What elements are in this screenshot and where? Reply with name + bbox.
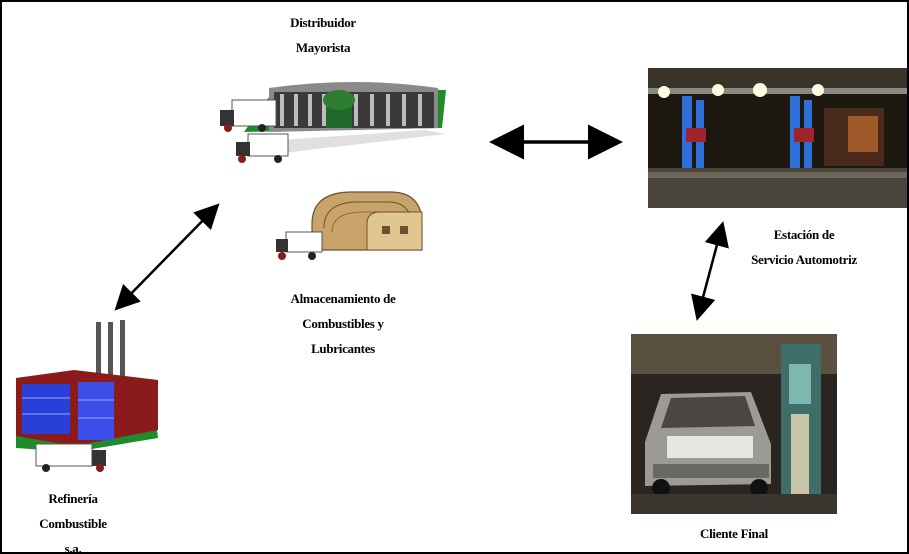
refinery-label-line-3: s.a.	[64, 541, 82, 554]
refinery-label-line-2: Combustible	[39, 516, 107, 531]
station-label: Estación de Servicio Automotriz	[724, 222, 884, 272]
refinery-label: Refinería Combustible s.a.	[18, 486, 128, 554]
distributor-label: Distribuidor Mayorista	[268, 10, 378, 60]
client-label-line-1: Cliente Final	[700, 526, 768, 541]
distributor-label-line-2: Mayorista	[295, 40, 351, 55]
client-label: Cliente Final	[674, 521, 794, 546]
arrow-station-client	[691, 221, 729, 321]
refinery-plant-illustration	[16, 320, 158, 472]
client-car-photo	[631, 334, 837, 514]
distributor-label-line-1: Distribuidor	[290, 15, 356, 30]
service-station-photo	[648, 68, 907, 208]
station-label-line-2: Servicio Automotriz	[751, 252, 857, 267]
storage-label-line-3: Lubricantes	[311, 341, 375, 356]
storage-label: Almacenamiento de Combustibles y Lubrica…	[268, 286, 418, 361]
storage-label-line-2: Combustibles y	[302, 316, 384, 331]
distributor-warehouse-illustration	[220, 82, 446, 163]
storage-label-line-1: Almacenamiento de	[290, 291, 396, 306]
storage-quonset-illustration	[276, 191, 423, 260]
arrow-refinery-distributor	[114, 203, 220, 311]
refinery-label-line-1: Refinería	[48, 491, 98, 506]
station-label-line-1: Estación de	[773, 227, 835, 242]
